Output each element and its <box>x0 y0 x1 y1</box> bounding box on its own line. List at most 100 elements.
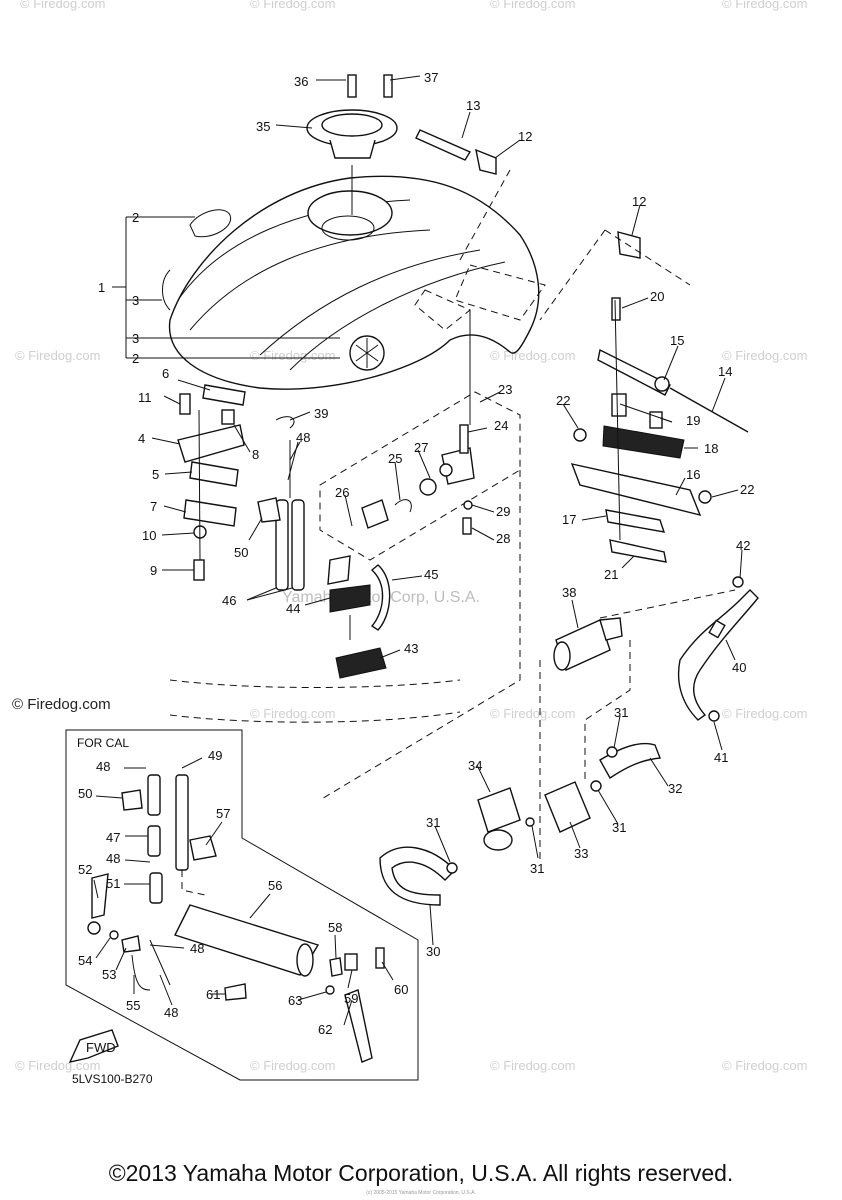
callout-number: 31 <box>530 861 544 876</box>
callout-number: 37 <box>424 70 438 85</box>
fuel-pump <box>553 576 759 722</box>
svg-text:© Firedog.com: © Firedog.com <box>250 1058 335 1073</box>
svg-text:© Firedog.com: © Firedog.com <box>490 706 575 721</box>
callout-number: 31 <box>612 820 626 835</box>
svg-text:FWD: FWD <box>86 1040 116 1055</box>
callout-number: 48 <box>296 430 310 445</box>
callout-number: 2 <box>132 351 139 366</box>
callout-number: 36 <box>294 74 308 89</box>
fuel-tank <box>162 175 546 390</box>
callout-number: 5 <box>152 467 159 482</box>
svg-text:© Firedog.com: © Firedog.com <box>722 348 807 363</box>
svg-text:© Firedog.com: © Firedog.com <box>15 1058 100 1073</box>
callout-number: 48 <box>96 759 110 774</box>
watermark-layer: © Firedog.com © Firedog.com © Firedog.co… <box>15 0 807 1073</box>
svg-text:© Firedog.com: © Firedog.com <box>250 0 335 11</box>
callout-number: 1 <box>98 280 105 295</box>
callout-number: 58 <box>328 920 342 935</box>
callout-number: 48 <box>164 1005 178 1020</box>
bolt-36 <box>347 74 357 98</box>
reference-lines <box>169 470 736 860</box>
callout-number: 3 <box>132 293 139 308</box>
callout-number: 30 <box>426 944 440 959</box>
small-copyright: (c) 2005-2015 Yamaha Motor Corporation, … <box>366 1190 476 1196</box>
svg-text:© Firedog.com: © Firedog.com <box>490 0 575 11</box>
callout-number: 7 <box>150 499 157 514</box>
callout-number: 28 <box>496 531 510 546</box>
callout-number: 31 <box>426 815 440 830</box>
callout-number: 32 <box>668 781 682 796</box>
callout-number: 9 <box>150 563 157 578</box>
fuel-filter-lines <box>379 742 661 906</box>
callout-number: 53 <box>102 967 116 982</box>
callout-number: 31 <box>614 705 628 720</box>
copyright-notice: ©2013 Yamaha Motor Corporation, U.S.A. A… <box>108 1160 734 1186</box>
callout-number: 60 <box>394 982 408 997</box>
callout-number: 48 <box>190 941 204 956</box>
tank-emblem-top <box>189 209 232 238</box>
figure-code: 5LVS100-B270 <box>72 1072 153 1086</box>
for-cal-box: FWD <box>65 729 419 1081</box>
svg-text:© Firedog.com: © Firedog.com <box>490 1058 575 1073</box>
callout-number: 54 <box>78 953 92 968</box>
callout-number: 18 <box>704 441 718 456</box>
callout-number: 22 <box>740 482 754 497</box>
callout-number: 45 <box>424 567 438 582</box>
mount-hardware-top <box>415 129 691 321</box>
callout-number: 15 <box>670 333 684 348</box>
callout-number: 39 <box>314 406 328 421</box>
callout-number: 8 <box>252 447 259 462</box>
callout-number: 50 <box>234 545 248 560</box>
callout-number: 52 <box>78 862 92 877</box>
callout-number: 38 <box>562 585 576 600</box>
callout-number: 51 <box>106 876 120 891</box>
svg-text:© Firedog.com: © Firedog.com <box>722 1058 807 1073</box>
callout-number: 29 <box>496 504 510 519</box>
callout-number: 46 <box>222 593 236 608</box>
callout-number: 47 <box>106 830 120 845</box>
callout-number: 48 <box>106 851 120 866</box>
callout-number: 13 <box>466 98 480 113</box>
callout-number: 55 <box>126 998 140 1013</box>
callout-number: 22 <box>556 393 570 408</box>
svg-text:© Firedog.com: © Firedog.com <box>250 348 335 363</box>
callout-number: 59 <box>344 991 358 1006</box>
leader-lines <box>93 75 743 1026</box>
callout-number: 24 <box>494 418 508 433</box>
rear-bracket <box>570 297 749 563</box>
callout-number: 19 <box>686 413 700 428</box>
vent-hoses <box>257 440 391 631</box>
callout-number: 63 <box>288 993 302 1008</box>
callout-number: 14 <box>718 364 732 379</box>
bolt-37 <box>383 74 393 98</box>
svg-text:© Firedog.com: © Firedog.com <box>490 348 575 363</box>
callout-number: 23 <box>498 382 512 397</box>
svg-text:© Firedog.com: © Firedog.com <box>20 0 105 11</box>
callout-number: 34 <box>468 758 482 773</box>
site-watermark: © Firedog.com <box>12 696 111 713</box>
svg-text:© Firedog.com: © Firedog.com <box>15 348 100 363</box>
rubber-pads <box>327 555 387 679</box>
callout-number: 4 <box>138 431 145 446</box>
callout-number: 61 <box>206 987 220 1002</box>
callout-number: 44 <box>286 601 300 616</box>
callout-number: 21 <box>604 567 618 582</box>
callout-number: 27 <box>414 440 428 455</box>
callout-number: 43 <box>404 641 418 656</box>
callout-number: 16 <box>686 467 700 482</box>
callout-number: 42 <box>736 538 750 553</box>
for-cal-label: FOR CAL <box>77 736 130 750</box>
svg-text:© Firedog.com: © Firedog.com <box>250 706 335 721</box>
left-bracket <box>177 384 295 581</box>
callout-number: 6 <box>162 366 169 381</box>
callout-number: 57 <box>216 806 230 821</box>
svg-text:© Firedog.com: © Firedog.com <box>722 0 807 11</box>
callout-number: 11 <box>138 390 152 405</box>
callout-number: 50 <box>78 786 92 801</box>
callout-number: 41 <box>714 750 728 765</box>
callout-number: 33 <box>574 846 588 861</box>
svg-text:© Firedog.com: © Firedog.com <box>722 706 807 721</box>
